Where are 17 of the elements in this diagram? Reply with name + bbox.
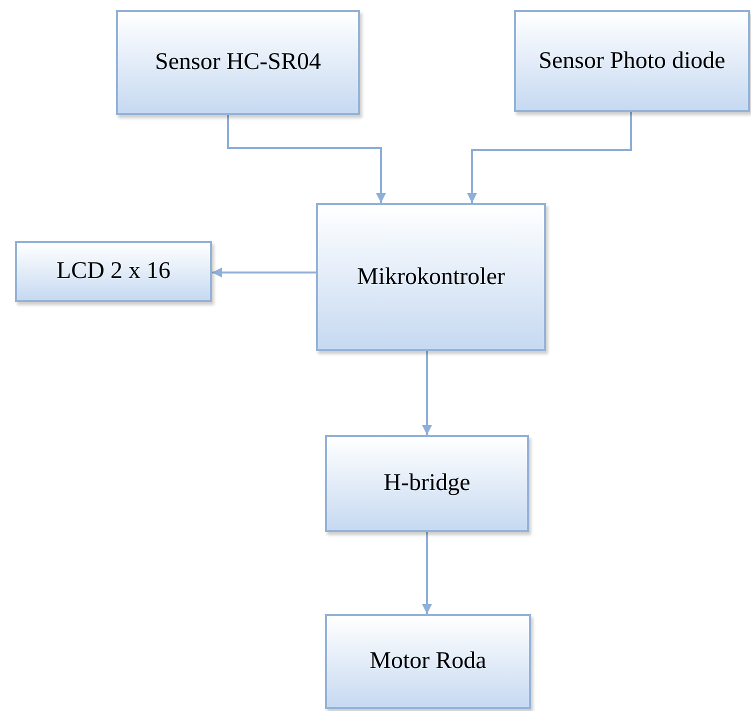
block-label: Sensor Photo diode	[538, 46, 726, 76]
block-label: Motor Roda	[370, 647, 486, 676]
block-box	[15, 241, 212, 302]
arrow	[212, 268, 316, 278]
arrow	[422, 351, 432, 435]
block-label: Sensor HC-SR04	[154, 48, 322, 78]
block-box	[316, 203, 546, 351]
block-label: LCD 2 x 16	[56, 257, 170, 286]
block-box	[514, 10, 750, 112]
block-label: H-bridge	[384, 469, 470, 498]
arrow	[422, 532, 432, 614]
block-box	[325, 614, 531, 709]
arrow	[467, 112, 632, 203]
block-label: Mikrokontroler	[357, 262, 505, 292]
block-box	[325, 435, 529, 532]
arrow	[227, 115, 386, 203]
block-box	[116, 10, 360, 115]
